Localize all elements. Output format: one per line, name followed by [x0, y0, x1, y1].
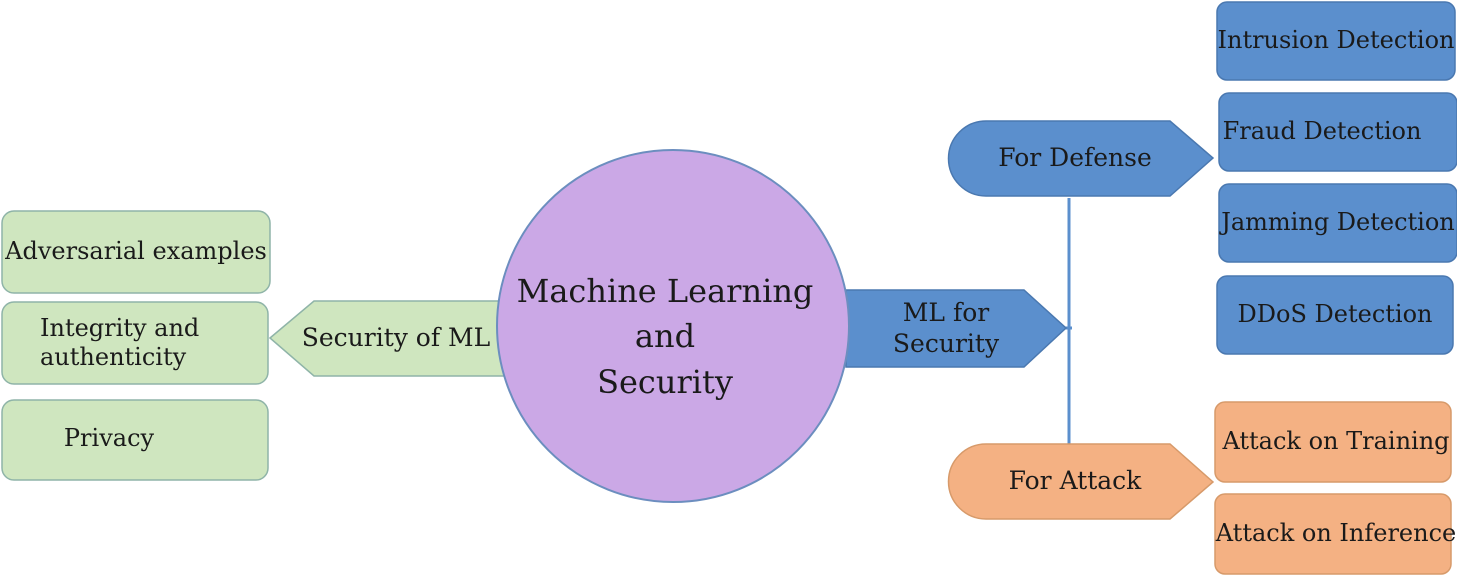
integrity-authenticity-label: Integrity and authenticity	[40, 302, 230, 384]
attack-on-inference-label: Attack on Inference	[1215, 519, 1457, 548]
attack-on-inference-box	[1214, 493, 1452, 575]
fraud-detection-box	[1218, 92, 1457, 172]
intrusion-detection-box	[1216, 1, 1456, 81]
ml-for-security-label: ML for Security	[892, 298, 1000, 358]
for-attack-arrow	[947, 443, 1215, 520]
privacy-box	[1, 399, 269, 481]
for-defense-arrow	[947, 120, 1215, 197]
privacy-text: Privacy	[63, 424, 155, 453]
ddos-detection-box	[1216, 275, 1454, 355]
attack-on-training-label: Attack on Training	[1222, 427, 1450, 456]
for-defense-label: For Defense	[998, 143, 1152, 173]
privacy-label: Privacy	[2, 400, 216, 478]
adversarial-examples-label: Adversarial examples	[2, 211, 270, 293]
center-circle	[496, 149, 850, 503]
integrity-authenticity-box	[1, 301, 269, 385]
center-title: Machine Learning and Security	[500, 262, 830, 412]
for-attack-label: For Attack	[1008, 466, 1142, 496]
jamming-detection-label: Jamming Detection	[1221, 208, 1455, 237]
center-title-line-1: Machine Learning	[516, 271, 814, 310]
jamming-detection-box	[1218, 183, 1457, 263]
security-of-ml-label: Security of ML	[301, 323, 491, 353]
center-title-line-3: Security	[597, 362, 733, 401]
center-title-line-2: and	[634, 317, 696, 356]
fraud-detection-label: Fraud Detection	[1222, 117, 1422, 146]
attack-on-training-box	[1214, 401, 1452, 483]
adversarial-examples-box	[1, 210, 271, 294]
ddos-detection-label: DDoS Detection	[1237, 300, 1433, 329]
adversarial-examples-text: Adversarial examples	[5, 237, 267, 266]
integrity-text: Integrity and	[40, 313, 200, 342]
intrusion-detection-label: Intrusion Detection	[1217, 26, 1455, 55]
authenticity-text: authenticity	[40, 343, 187, 371]
